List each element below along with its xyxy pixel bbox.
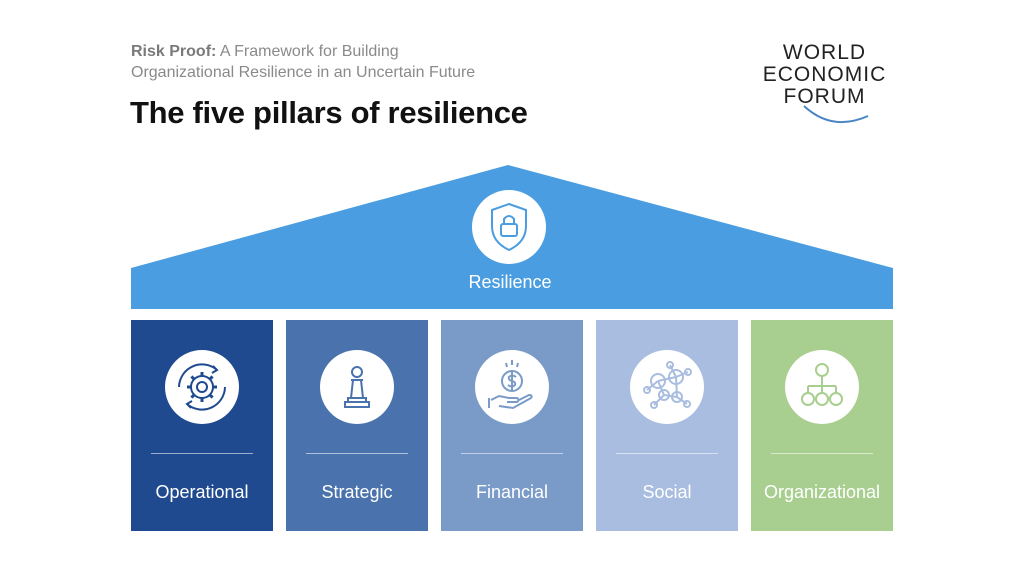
pillar-divider xyxy=(461,453,563,454)
org-chart-icon xyxy=(785,350,859,424)
subtitle-line-2: Organizational Resilience in an Uncertai… xyxy=(131,64,476,81)
framework-subtitle: Risk Proof: A Framework for Building Org… xyxy=(131,41,475,83)
pillar-divider xyxy=(616,453,718,454)
logo-line-2: ECONOMIC xyxy=(762,63,887,86)
pillar-divider xyxy=(306,453,408,454)
pillar-divider xyxy=(151,453,253,454)
pillar-label: Operational xyxy=(155,482,249,502)
pillar-label: Social xyxy=(642,482,692,502)
subtitle-bold: Risk Proof: xyxy=(131,43,217,60)
logo-line-1: WORLD xyxy=(782,41,867,64)
people-network-icon xyxy=(630,350,704,424)
subtitle-line-1: Risk Proof: A Framework for Building xyxy=(131,41,475,62)
page-title: The five pillars of resilience xyxy=(130,95,528,130)
pillar-label: Strategic xyxy=(321,482,393,502)
shield-lock-icon xyxy=(472,190,546,264)
pillar-operational: Operational xyxy=(131,320,273,531)
chess-pawn-icon xyxy=(320,350,394,424)
roof-label: Resilience xyxy=(468,272,552,292)
gear-cycle-icon xyxy=(165,350,239,424)
pillar-divider xyxy=(771,453,873,454)
pillar-social: Social xyxy=(596,320,738,531)
pillar-label: Financial xyxy=(475,482,549,502)
logo-line-3: FORUM xyxy=(783,85,866,108)
subtitle-rest: A Framework for Building xyxy=(219,43,399,60)
wef-logo: WORLD ECONOMIC FORUM xyxy=(752,40,897,128)
pillar-strategic: Strategic xyxy=(286,320,428,531)
pillar-organizational: Organizational xyxy=(751,320,893,531)
pillar-financial: Financial xyxy=(441,320,583,531)
hand-coin-icon xyxy=(475,350,549,424)
pillar-label: Organizational xyxy=(763,482,881,502)
logo-arc-icon xyxy=(803,105,869,123)
